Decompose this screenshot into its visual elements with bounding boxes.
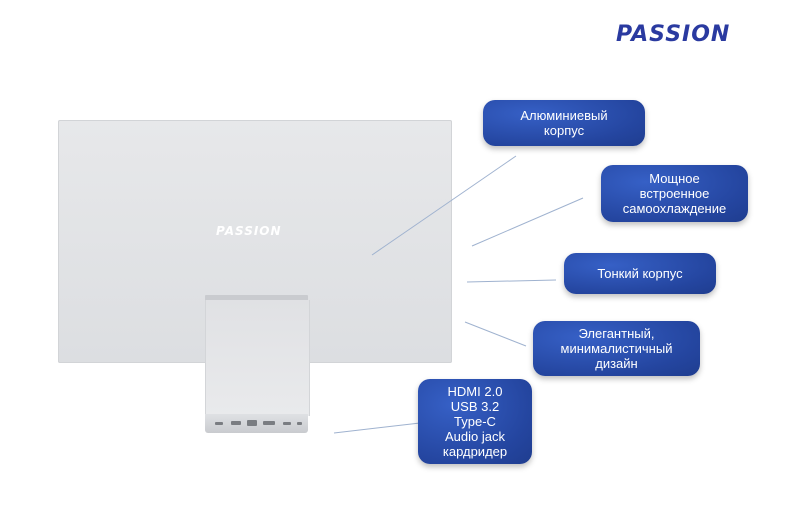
callout-aluminum-body: Алюминиевый корпус (483, 100, 645, 146)
port-icon (297, 422, 302, 425)
leader-line (471, 197, 584, 247)
leader-line (464, 321, 527, 347)
callout-elegant-design: Элегантный, минималистичный дизайн (533, 321, 700, 376)
port-icon (215, 422, 223, 425)
monitor-logo: PASSION (216, 224, 282, 238)
callout-ports: HDMI 2.0 USB 3.2 Type-C Audio jack кардр… (418, 379, 532, 464)
port-icon (247, 420, 257, 426)
callout-cooling: Мощное встроенное самоохлаждение (601, 165, 748, 222)
port-panel (205, 414, 308, 433)
leader-line (333, 422, 421, 434)
monitor-stand (205, 300, 310, 416)
port-icon (263, 421, 275, 425)
brand-logo: PASSION (616, 22, 731, 47)
leader-line (371, 155, 517, 256)
port-icon (231, 421, 241, 425)
port-icon (283, 422, 291, 425)
stand-hinge (205, 295, 308, 301)
callout-thin-body: Тонкий корпус (564, 253, 716, 294)
leader-line (466, 279, 557, 283)
